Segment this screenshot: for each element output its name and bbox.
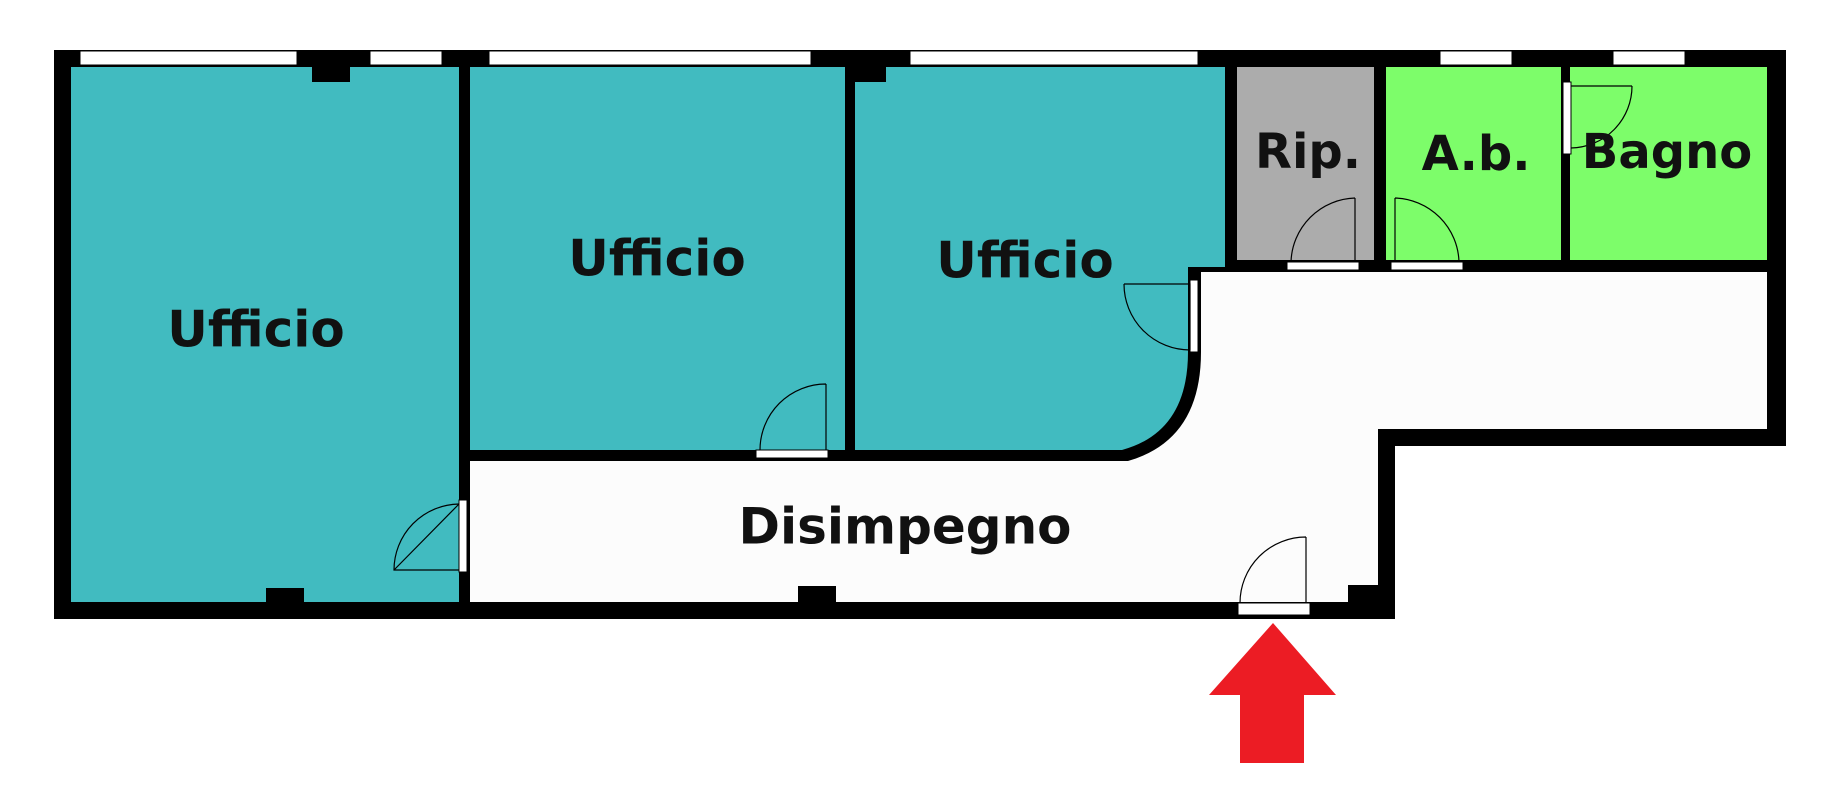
room-bagno [1570,67,1767,260]
door-bagno [1562,81,1633,155]
pillar [312,58,350,82]
room-label-antibagno: A.b. [1422,126,1531,182]
window [909,50,1199,66]
door-ripostiglio [1286,197,1360,271]
room-label-bagno: Bagno [1582,124,1752,180]
room-ripostiglio [1237,67,1374,260]
room-label-ripostiglio: Rip. [1255,124,1361,180]
door-ufficio-3 [1123,279,1199,353]
pillar [798,586,836,606]
window [488,50,812,66]
room-label-ufficio-3: Ufficio [936,232,1114,290]
room-ufficio-3 [855,67,1225,450]
room-disimpegno [470,272,1767,602]
window [1439,50,1513,66]
arrow-up-icon [1209,623,1336,763]
door-ufficio-2 [755,383,829,459]
pillar [266,588,304,608]
door-entrance [1237,536,1311,616]
door-antibagno [1390,197,1464,271]
window [369,50,443,66]
window [1612,50,1686,66]
room-label-disimpegno: Disimpegno [738,498,1071,556]
room-ufficio-1 [71,67,459,602]
door-ufficio-1 [393,499,468,573]
room-antibagno [1386,67,1561,260]
room-label-ufficio-1: Ufficio [167,301,345,359]
room-ufficio-2 [470,67,845,450]
room-label-ufficio-2: Ufficio [568,230,746,288]
pillar [848,58,886,82]
window [79,50,298,66]
